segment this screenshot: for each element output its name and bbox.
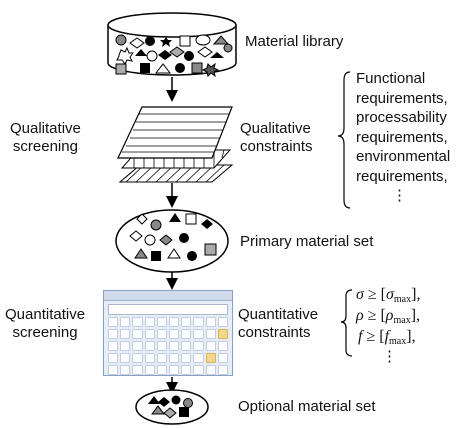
qualitative-screening-label: Qualitative screening [10,120,81,155]
sigma-constraint: σ ≥ [σmax], [356,286,421,305]
qualitative-constraints-label: Qualitative constraints [240,120,313,155]
material-library-label: Material library [245,33,344,50]
optional-material-set-ellipse [135,389,209,425]
quantitative-constraints-label: Quantitative constraints [238,306,319,341]
qualitative-brace [337,71,351,209]
rho-constraint: ρ ≥ [ρmax], [356,307,421,326]
primary-material-set-label: Primary material set [240,233,374,250]
quantitative-brace [340,289,353,357]
quantitative-ellipsis: ⋮ [382,348,397,365]
primary-material-set-ellipse [115,209,229,273]
f-constraint: f ≥ [fmax], [358,328,416,347]
qualitative-filter-sheets [117,106,234,183]
optional-material-set-label: Optional material set [238,398,376,415]
material-library-cylinder [107,12,237,78]
quantitative-screening-label: Quantitative screening [5,306,86,341]
calculator-image [103,290,233,376]
qualitative-requirements-list: Functional requirements, processability … [356,70,451,204]
